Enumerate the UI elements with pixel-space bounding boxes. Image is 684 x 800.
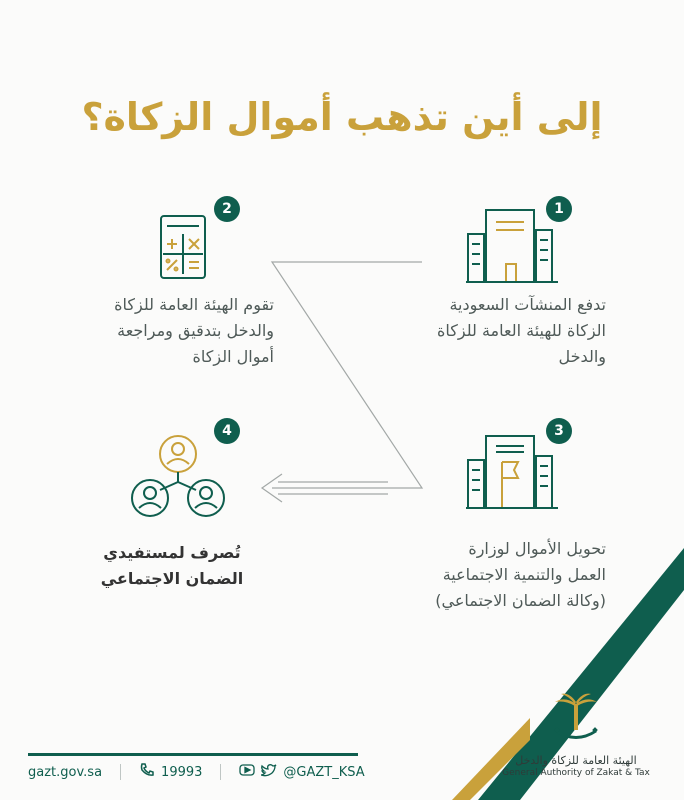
footer-separator <box>120 764 122 780</box>
phone-number[interactable]: 19993 <box>161 764 203 780</box>
flow-connector <box>270 261 424 489</box>
palm-swords-icon <box>554 693 598 739</box>
footer-separator <box>220 764 222 780</box>
building-icon <box>466 208 558 288</box>
arrow-left-icon <box>260 473 388 503</box>
step-badge-2: 2 <box>214 196 240 222</box>
step-badge-1: 1 <box>546 196 572 222</box>
gazt-logo: الهيئة العامة للزكاة والدخل General Auth… <box>496 690 656 778</box>
step-text-3: تحويل الأموال لوزارة العمل والتنمية الاج… <box>435 539 606 610</box>
footer-divider <box>28 753 358 756</box>
beneficiaries-icon <box>130 432 226 524</box>
step-badge-4: 4 <box>214 418 240 444</box>
step-text-2: تقوم الهيئة العامة للزكاة والدخل بتدقيق … <box>114 295 274 366</box>
step-text-1: تدفع المنشآت السعودية الزكاة للهيئة العا… <box>437 295 606 366</box>
phone-icon <box>139 762 155 782</box>
youtube-icon[interactable] <box>239 764 256 780</box>
step-text-4: تُصرف لمستفيدي الضمان الاجتماعي <box>100 543 244 588</box>
twitter-icon[interactable] <box>261 763 277 781</box>
logo-name-ar: الهيئة العامة للزكاة والدخل <box>515 754 637 767</box>
website-link[interactable]: gazt.gov.sa <box>28 764 103 780</box>
ministry-building-icon <box>466 434 558 514</box>
social-handle[interactable]: @GAZT_KSA <box>283 764 365 780</box>
calculator-icon <box>159 214 207 284</box>
page-title: إلى أين تذهب أموال الزكاة؟ <box>81 95 603 140</box>
logo-name-en: General Authority of Zakat & Tax <box>502 768 650 778</box>
footer: gazt.gov.sa 19993 @GAZT_KSA <box>28 762 365 782</box>
step-badge-3: 3 <box>546 418 572 444</box>
